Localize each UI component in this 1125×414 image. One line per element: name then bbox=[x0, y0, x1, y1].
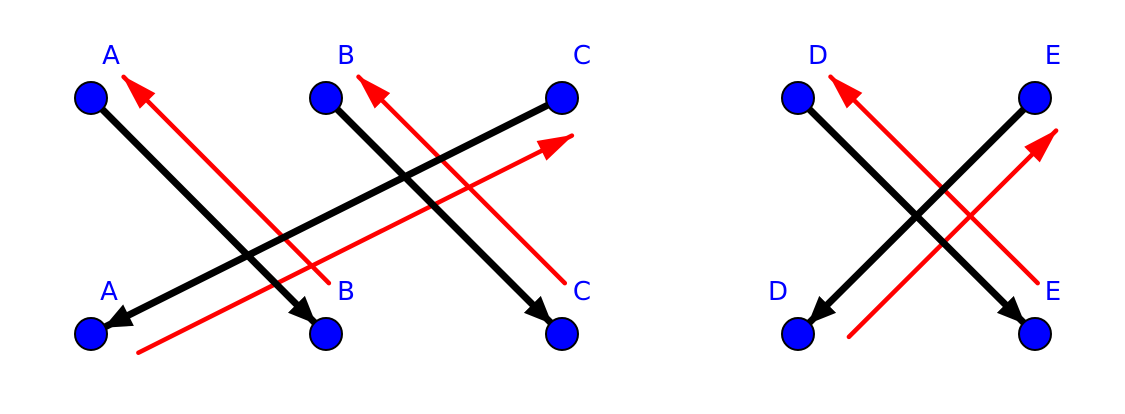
node-bottom-e bbox=[1018, 317, 1052, 351]
label-top-b: B bbox=[337, 41, 355, 71]
black-arrows-group bbox=[88, 94, 1038, 330]
red-arrows-group bbox=[121, 74, 1059, 355]
node-bottom-a bbox=[74, 317, 108, 351]
black-arrow-top-C-to-bottom-A bbox=[103, 94, 564, 330]
node-top-c bbox=[545, 81, 579, 115]
node-top-d bbox=[781, 81, 815, 115]
node-top-a bbox=[74, 81, 108, 115]
red-arrow-bottom-E-to-top-D bbox=[828, 74, 1040, 286]
black-arrow-top-B-to-bottom-C bbox=[323, 95, 554, 326]
red-arrow-bottom-C-to-top-B bbox=[356, 74, 568, 286]
labels-group: A B C D E A B C D E bbox=[100, 41, 1061, 307]
node-top-b bbox=[309, 81, 343, 115]
label-bottom-a: A bbox=[100, 277, 118, 307]
node-bottom-b bbox=[309, 317, 343, 351]
red-arrow-bottom-B-to-top-A bbox=[121, 74, 332, 286]
label-bottom-e: E bbox=[1045, 277, 1061, 307]
label-top-d: D bbox=[808, 41, 828, 71]
label-top-a: A bbox=[102, 41, 120, 71]
node-top-e bbox=[1018, 81, 1052, 115]
label-top-c: C bbox=[573, 41, 591, 71]
black-arrow-top-E-to-bottom-D bbox=[806, 95, 1038, 326]
node-bottom-d bbox=[781, 317, 815, 351]
nodes-group bbox=[74, 81, 1052, 351]
label-bottom-c: C bbox=[573, 277, 591, 307]
red-arrow-bottom-D-to-top-E bbox=[846, 128, 1059, 340]
label-bottom-b: B bbox=[337, 277, 355, 307]
red-arrow-bottom-A-to-top-C bbox=[136, 133, 575, 355]
black-arrow-top-A-to-bottom-B bbox=[88, 95, 318, 326]
label-top-e: E bbox=[1045, 41, 1061, 71]
node-bottom-c bbox=[545, 317, 579, 351]
black-arrow-top-D-to-bottom-E bbox=[795, 95, 1027, 326]
label-bottom-d: D bbox=[768, 277, 788, 307]
